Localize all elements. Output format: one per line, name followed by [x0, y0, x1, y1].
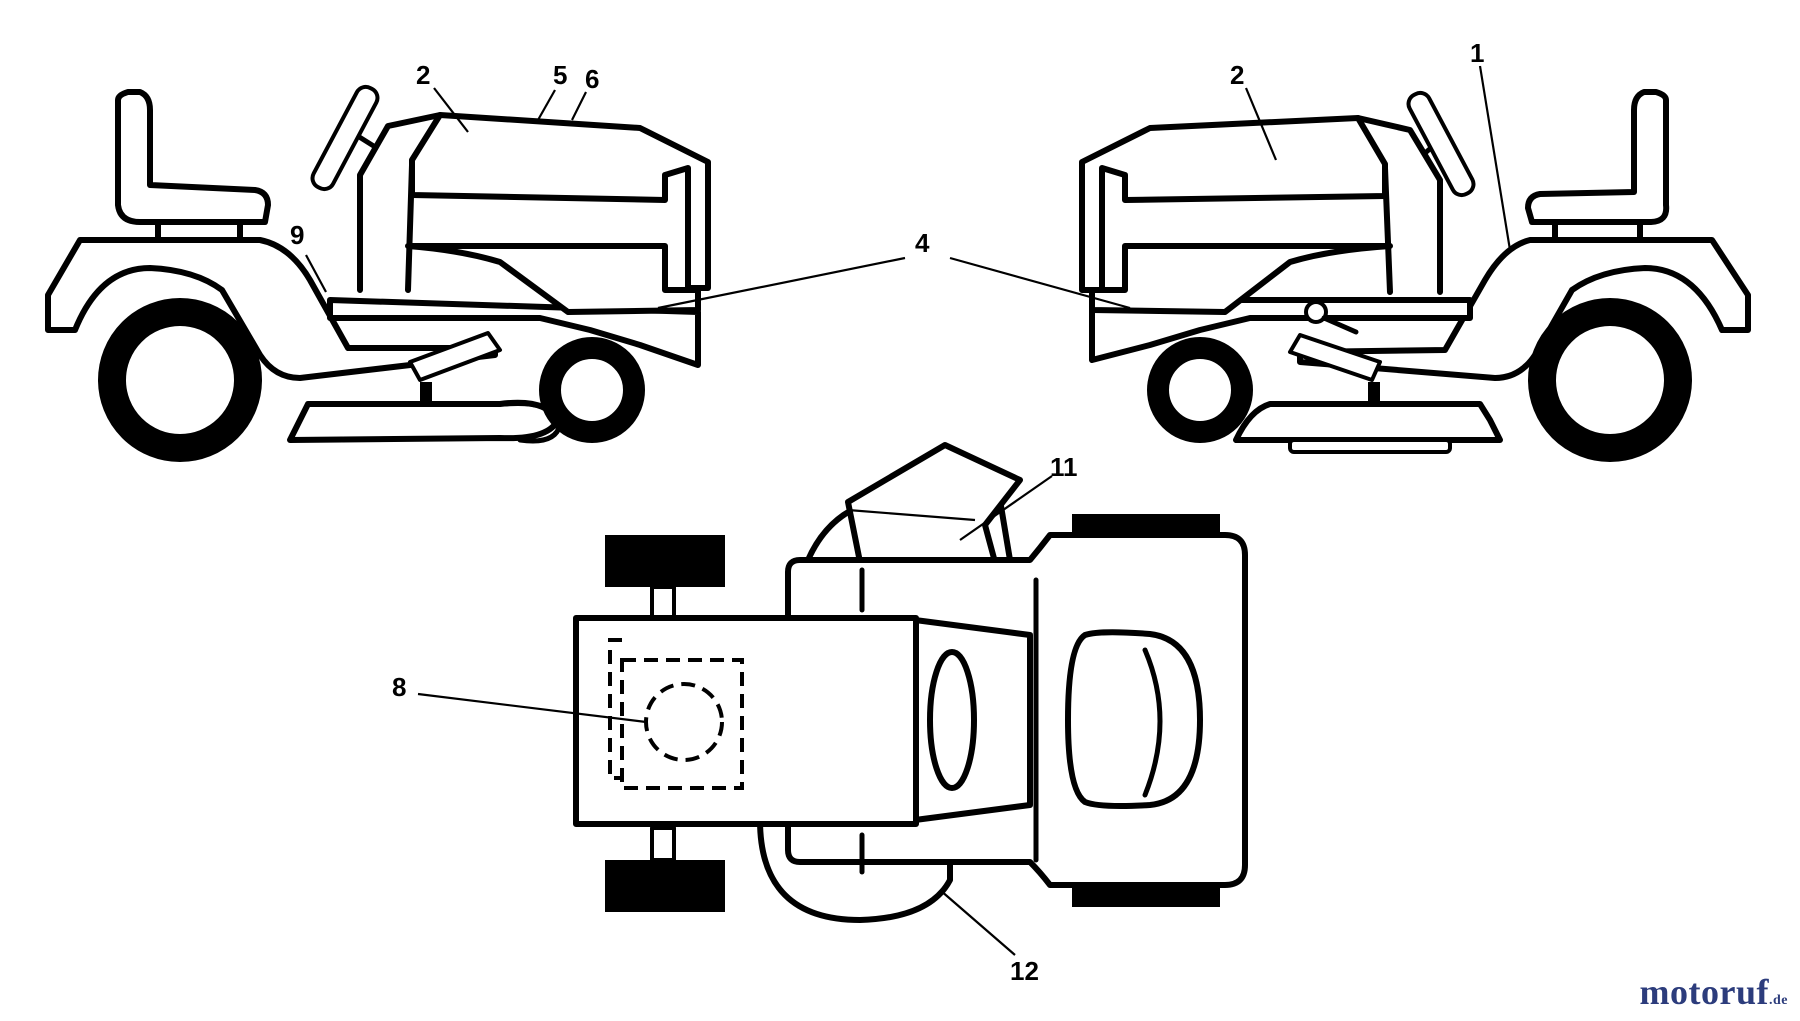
deck-right: [1233, 401, 1503, 443]
leader-11: [959, 475, 1053, 541]
seat-top-backrest: [1142, 647, 1163, 798]
callout-8: 8: [392, 672, 406, 702]
watermark-tld: .de: [1769, 993, 1788, 1008]
seat-top: [1065, 629, 1203, 809]
seat-left: [115, 89, 271, 225]
leader-5: [537, 89, 556, 121]
steering-wheel-top: [927, 649, 977, 791]
callout-4: 4: [915, 228, 930, 258]
steering-wheel-right: [1406, 90, 1476, 198]
deck-skirt-right: [1288, 438, 1452, 454]
right-side-view: [1079, 89, 1751, 462]
axle-lower: [650, 826, 676, 862]
lever-knob-right: [1304, 300, 1328, 324]
hood-top: [573, 615, 919, 827]
engine-outline: [620, 658, 744, 790]
leader-4-left: [657, 256, 906, 310]
watermark-brand: motoruf: [1639, 972, 1769, 1012]
leader-9: [305, 254, 327, 293]
front-wheel-top-upper: [605, 535, 725, 587]
callout-2-right: 2: [1230, 60, 1244, 90]
steering-wheel-left: [310, 84, 380, 192]
rear-wheel-top-upper: [1072, 514, 1220, 536]
footrest-left: [408, 331, 502, 382]
callout-5: 5: [553, 60, 567, 90]
callout-2-left: 2: [416, 60, 430, 90]
deck-left: [287, 399, 561, 443]
leader-2a: [433, 87, 469, 133]
rear-wheel-right: [1528, 298, 1692, 462]
frame-left: [327, 297, 701, 368]
rear-wheel-left: [98, 298, 262, 462]
footrest-right: [1288, 333, 1382, 382]
deck-hanger-left: [420, 382, 432, 406]
callout-labels: 2 5 6 9 4 2 1 8 11 12: [290, 38, 1484, 986]
leader-12: [939, 889, 1016, 956]
callout-12: 12: [1010, 956, 1039, 986]
leader-6: [571, 91, 587, 121]
chassis-left: [405, 243, 701, 315]
lever-right: [1321, 315, 1359, 335]
engine-outline-offset: [608, 638, 622, 780]
front-wheel-right: [1147, 337, 1253, 443]
top-view: [573, 442, 1248, 923]
left-side-view: [45, 84, 711, 462]
motoruf-watermark: motoruf.de: [1640, 971, 1788, 1013]
callout-9: 9: [290, 220, 304, 250]
rear-wheel-top-lower: [1072, 885, 1220, 907]
chassis-right: [1089, 243, 1393, 315]
callout-1: 1: [1470, 38, 1484, 68]
front-wheel-left: [539, 337, 645, 443]
axle-upper: [650, 585, 676, 621]
rear-fender-left: [45, 237, 498, 381]
leader-1: [1478, 65, 1512, 251]
leader-2b: [1244, 87, 1278, 161]
deck-hanger-right: [1368, 382, 1380, 406]
leader-4-right: [949, 256, 1131, 310]
callout-6: 6: [585, 64, 599, 94]
seat-right: [1525, 89, 1670, 225]
frame-right: [1089, 297, 1473, 363]
callout-11: 11: [1050, 452, 1078, 482]
front-wheel-top-lower: [605, 860, 725, 912]
leader-lines: [305, 65, 1512, 956]
discharge-chute-fold: [847, 508, 976, 522]
leader-8: [417, 692, 647, 724]
